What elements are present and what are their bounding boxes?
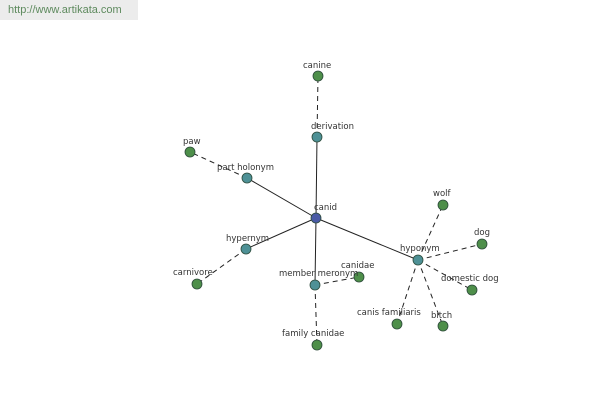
leaf-node-domestic-dog-dot[interactable] — [466, 284, 478, 296]
relation-node-member-meronym[interactable]: member meronym — [279, 269, 358, 291]
leaf-node-family-canidae[interactable]: family canidae — [282, 329, 344, 351]
leaf-node-canis-familiaris-label: canis familiaris — [357, 308, 421, 318]
leaf-node-carnivore-label: carnivore — [173, 268, 213, 278]
edge-canid-member-meronym — [314, 217, 317, 286]
relation-node-hyponym-dot[interactable] — [412, 254, 424, 266]
leaf-node-domestic-dog[interactable]: domestic dog — [441, 274, 499, 296]
leaf-node-bitch-label: bitch — [431, 311, 452, 321]
edge-part-holonym-paw — [189, 151, 248, 179]
center-node-canid-label: canid — [314, 203, 337, 213]
edge-hyponym-wolf — [417, 204, 444, 261]
leaf-node-canine[interactable]: canine — [303, 61, 331, 82]
relation-node-hyponym[interactable]: hyponym — [400, 244, 440, 266]
leaf-node-wolf-dot[interactable] — [437, 199, 449, 211]
relation-node-member-meronym-label: member meronym — [279, 269, 358, 279]
leaf-node-canine-label: canine — [303, 61, 331, 71]
edge-hyponym-domestic-dog — [417, 259, 473, 291]
edge-derivation-canine — [316, 75, 319, 138]
leaf-node-paw[interactable]: paw — [183, 137, 201, 158]
edge-hyponym-bitch — [417, 259, 444, 327]
center-node-canid-dot[interactable] — [310, 212, 322, 224]
leaf-node-family-canidae-label: family canidae — [282, 329, 344, 339]
leaf-node-canidae-label: canidae — [341, 261, 374, 271]
leaf-node-canis-familiaris-dot[interactable] — [391, 318, 403, 330]
edge-member-meronym-canidae — [314, 276, 360, 286]
leaf-node-carnivore-dot[interactable] — [191, 278, 203, 290]
relation-node-derivation-label: derivation — [311, 122, 354, 132]
edge-canid-hyponym — [315, 217, 419, 261]
edge-member-meronym-family-canidae — [314, 284, 318, 346]
center-node-canid[interactable]: canid — [310, 203, 337, 224]
relation-node-part-holonym-dot[interactable] — [241, 172, 253, 184]
leaf-node-bitch[interactable]: bitch — [431, 311, 452, 332]
edge-canid-hypernym — [245, 217, 317, 250]
leaf-node-dog-dot[interactable] — [476, 238, 488, 250]
edge-hyponym-dog — [417, 243, 483, 261]
leaf-node-canine-dot[interactable] — [312, 70, 324, 82]
leaf-node-canidae[interactable]: canidae — [341, 261, 374, 283]
leaf-node-canidae-dot[interactable] — [353, 271, 365, 283]
leaf-node-paw-dot[interactable] — [184, 146, 196, 158]
relation-node-hypernym[interactable]: hypernym — [226, 234, 269, 255]
leaf-node-wolf[interactable]: wolf — [433, 189, 452, 211]
edge-hypernym-carnivore — [196, 248, 247, 285]
leaf-node-carnivore[interactable]: carnivore — [173, 268, 213, 290]
relation-node-member-meronym-dot[interactable] — [309, 279, 321, 291]
leaf-node-bitch-dot[interactable] — [437, 320, 449, 332]
leaf-node-dog[interactable]: dog — [474, 228, 490, 250]
edge-canid-derivation — [315, 136, 318, 219]
relation-node-part-holonym[interactable]: part holonym — [217, 163, 274, 184]
relation-node-part-holonym-label: part holonym — [217, 163, 274, 173]
leaf-node-domestic-dog-label: domestic dog — [441, 274, 499, 284]
relation-node-hyponym-label: hyponym — [400, 244, 440, 254]
leaf-node-dog-label: dog — [474, 228, 490, 238]
relation-node-derivation-dot[interactable] — [311, 131, 323, 143]
site-url-link[interactable]: http://www.artikata.com — [0, 0, 138, 20]
edge-hyponym-canis-familiaris — [396, 259, 419, 325]
relation-node-hypernym-label: hypernym — [226, 234, 269, 244]
relation-node-derivation[interactable]: derivation — [311, 122, 354, 143]
leaf-node-canis-familiaris[interactable]: canis familiaris — [357, 308, 421, 330]
leaf-node-paw-label: paw — [183, 137, 201, 147]
edge-canid-part-holonym — [246, 177, 317, 219]
relation-node-hypernym-dot[interactable] — [240, 243, 252, 255]
leaf-node-wolf-label: wolf — [433, 189, 452, 199]
leaf-node-family-canidae-dot[interactable] — [311, 339, 323, 351]
